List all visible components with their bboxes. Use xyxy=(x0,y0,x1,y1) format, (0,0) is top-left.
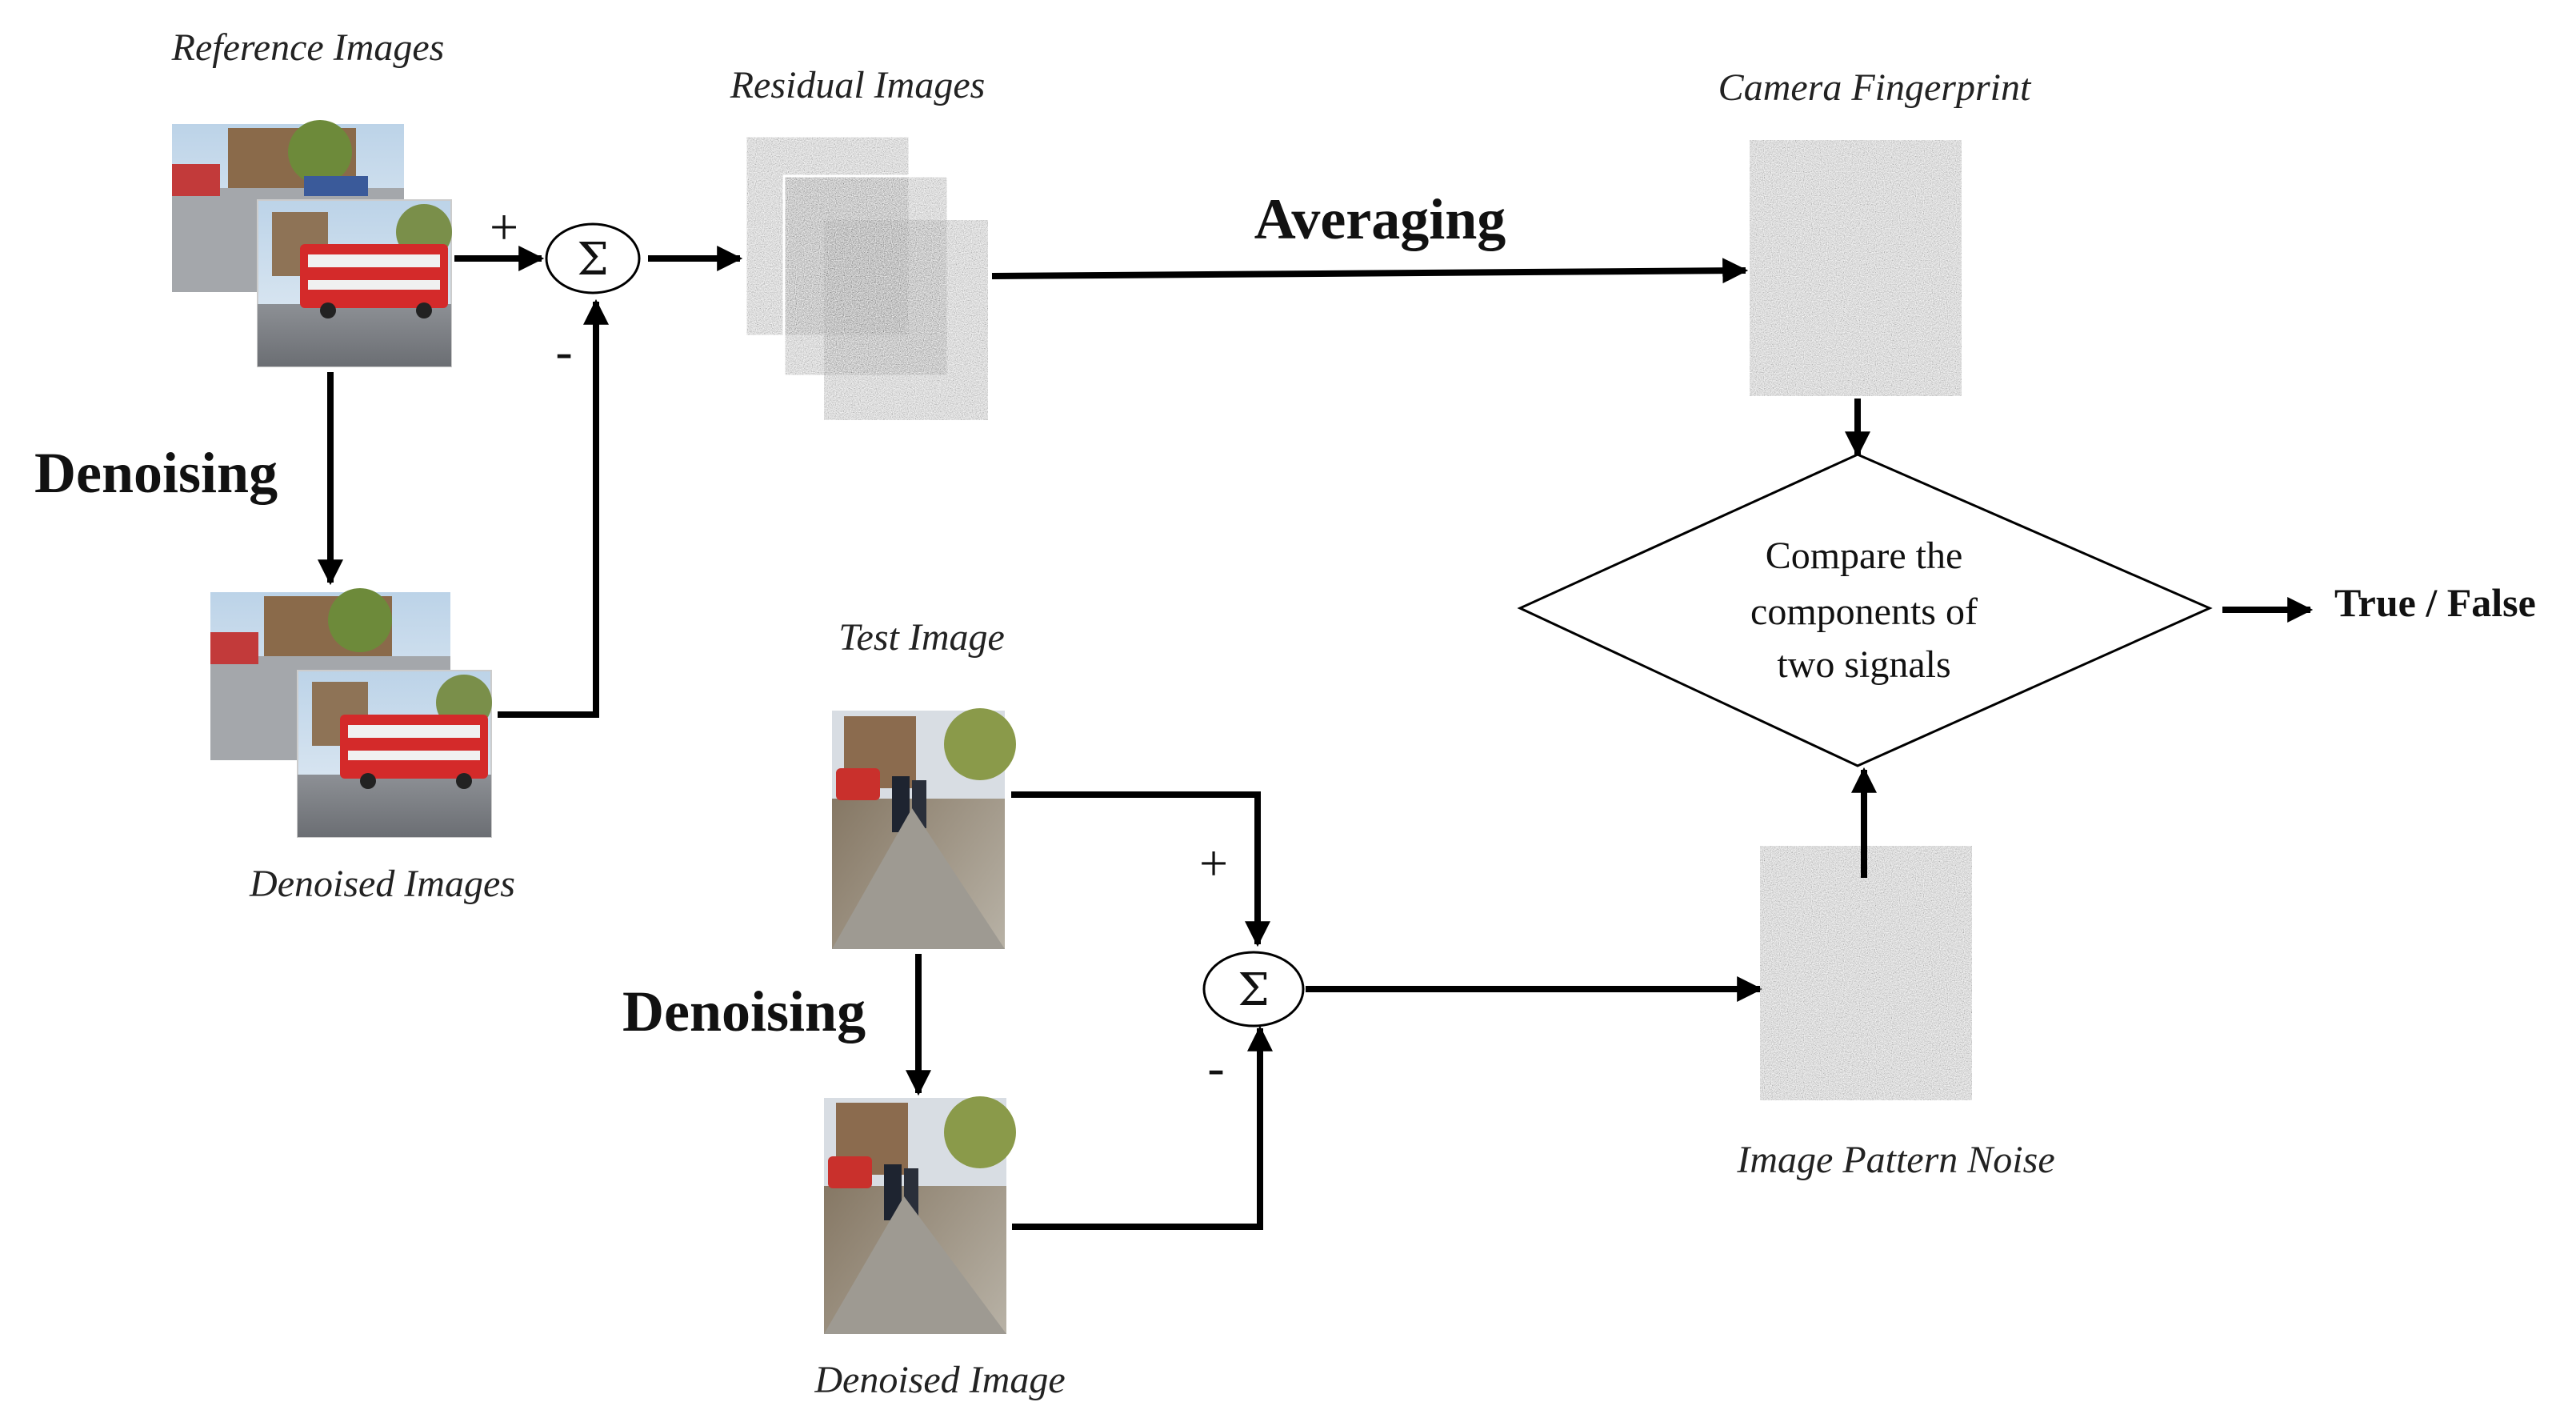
denoised-images-label: Denoised Images xyxy=(249,863,515,905)
minus-sign-top: - xyxy=(555,322,572,379)
reference-image-front xyxy=(257,199,452,367)
arrow-test-to-sum-bottom xyxy=(1011,791,1270,947)
denoised-images-stack xyxy=(210,588,492,838)
denoised-image-label: Denoised Image xyxy=(814,1359,1065,1401)
compare-text-line3: two signals xyxy=(1777,643,1950,686)
arrow-denoised-to-sum-bottom xyxy=(1012,1025,1273,1230)
sum-symbol-bottom: Σ xyxy=(1238,964,1270,1016)
plus-sign-top: + xyxy=(490,198,518,255)
sum-node-top: Σ xyxy=(545,222,641,294)
test-image xyxy=(832,708,1016,949)
reference-images-label: Reference Images xyxy=(171,26,445,69)
sum-node-bottom: Σ xyxy=(1202,951,1305,1027)
compare-decision: Compare the components of two signals xyxy=(1517,453,2213,767)
denoised-test-image xyxy=(824,1096,1016,1334)
arrow-residual-to-fingerprint xyxy=(991,258,1749,284)
compare-text-line1: Compare the xyxy=(1766,535,1963,577)
sum-symbol-top: Σ xyxy=(577,234,609,286)
reference-images-stack xyxy=(172,120,452,367)
averaging-label: Averaging xyxy=(1254,187,1506,251)
plus-sign-bottom: + xyxy=(1199,835,1228,891)
denoising-label-top: Denoising xyxy=(34,441,278,505)
residual-images-label: Residual Images xyxy=(730,64,986,106)
residual-images-stack xyxy=(744,134,988,420)
image-pattern-noise-image xyxy=(1760,846,1972,1100)
camera-fingerprint-image xyxy=(1750,140,1962,396)
test-image-label: Test Image xyxy=(838,616,1005,659)
camera-fingerprint-label: Camera Fingerprint xyxy=(1718,66,2032,109)
arrow-denoised-to-sum-top xyxy=(498,298,609,718)
denoising-label-bottom: Denoising xyxy=(622,979,866,1043)
compare-text-line2: components of xyxy=(1750,591,1978,633)
output-label: True / False xyxy=(2334,580,2536,625)
image-pattern-noise-label: Image Pattern Noise xyxy=(1736,1139,2054,1181)
minus-sign-bottom: - xyxy=(1207,1039,1224,1096)
denoised-image-front xyxy=(297,670,492,838)
